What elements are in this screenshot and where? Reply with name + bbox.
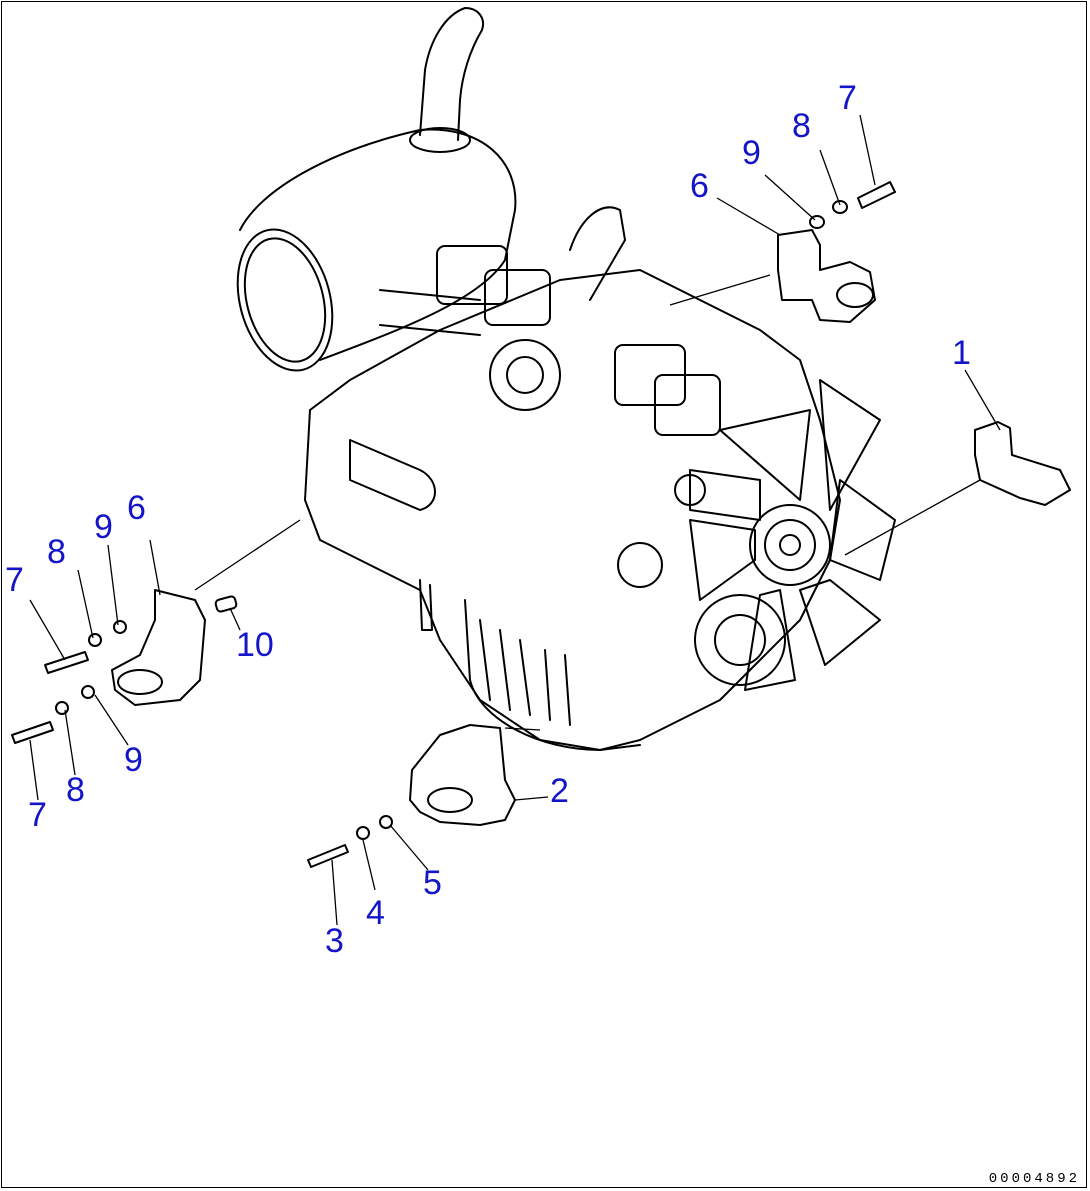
- callout-item-5: 5: [423, 864, 442, 902]
- exhaust-pipe: [419, 7, 484, 141]
- turbocharger: [489, 339, 561, 411]
- bolt-item-7-upper: [857, 181, 896, 209]
- callout-item-8-left-lower: 8: [66, 771, 85, 809]
- bracket-item-1: [974, 421, 1071, 506]
- callout-item-10: 10: [236, 626, 274, 664]
- valve-cover-4: [654, 374, 721, 436]
- valve-cover-1: [436, 245, 508, 305]
- bracket-item-6-upper: [777, 229, 876, 323]
- callout-item-6-left: 6: [127, 489, 146, 527]
- callout-item-6-upper: 6: [690, 167, 709, 205]
- callout-item-9-left-lower: 9: [124, 741, 143, 779]
- starter-motor: [349, 439, 436, 511]
- callout-item-3: 3: [325, 922, 344, 960]
- bolt-item-7-left-upper: [44, 651, 89, 674]
- leader-lines: [29, 114, 1001, 926]
- callout-item-7-upper: 7: [838, 79, 857, 117]
- drawing-number: 00004892: [988, 1171, 1080, 1187]
- oil-pan: [464, 599, 641, 751]
- valve-cover-2: [484, 269, 551, 326]
- callout-item-1: 1: [952, 334, 971, 372]
- pin-item-10: [214, 595, 238, 613]
- bolt-item-3: [307, 844, 349, 868]
- callout-item-8-left-upper: 8: [47, 533, 66, 571]
- callout-item-9-upper: 9: [742, 134, 761, 172]
- bracket-item-6-left: [111, 589, 206, 706]
- callout-item-7-left-upper: 7: [5, 561, 24, 599]
- muffler-drum: [239, 128, 517, 361]
- callout-item-4: 4: [366, 894, 385, 932]
- callout-item-8-upper: 8: [792, 107, 811, 145]
- callout-item-2: 2: [550, 772, 569, 810]
- crank-pulley: [694, 594, 786, 686]
- cooling-fan: [689, 379, 896, 691]
- callout-item-9-left-upper: 9: [94, 508, 113, 546]
- callout-item-7-left-lower: 7: [28, 796, 47, 834]
- bolt-item-7-left-lower: [11, 721, 54, 744]
